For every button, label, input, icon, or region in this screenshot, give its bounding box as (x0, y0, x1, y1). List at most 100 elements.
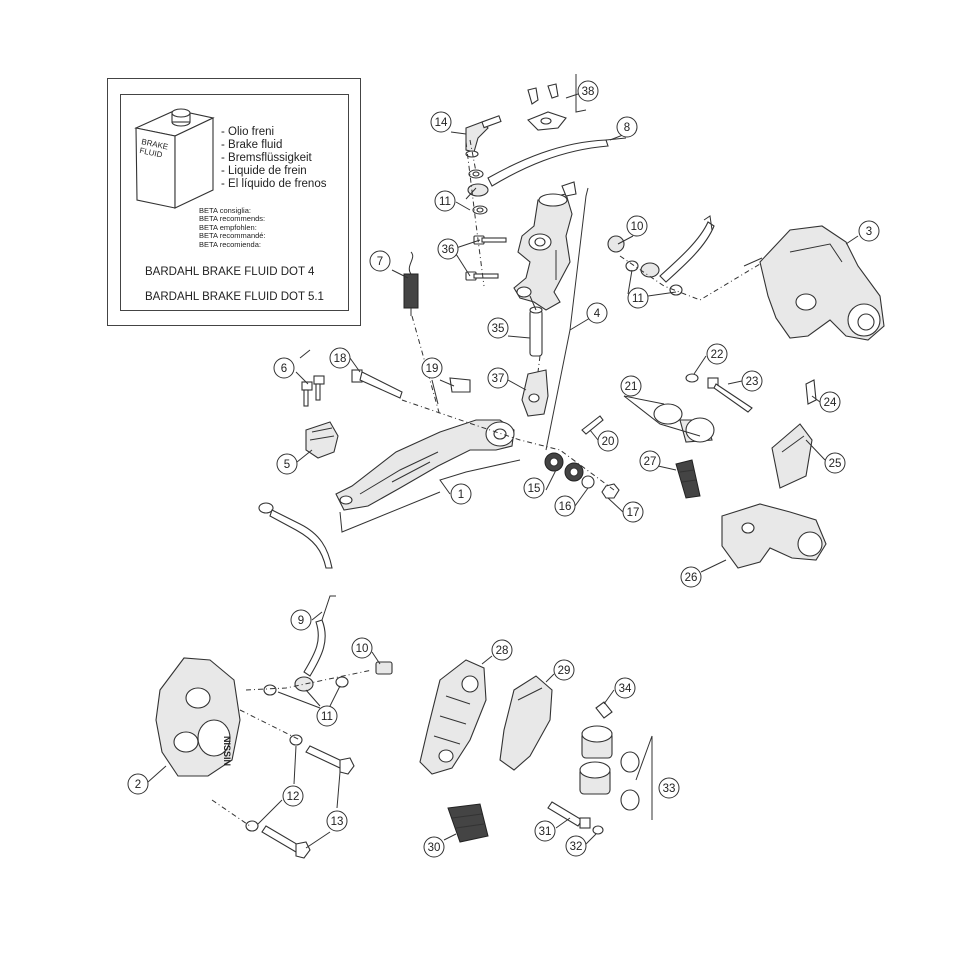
master-cylinder-hose (487, 137, 627, 187)
callout-number: 33 (663, 783, 676, 795)
callout-number: 10 (631, 221, 644, 233)
callout-15: 15 (523, 477, 545, 499)
recommendation-fr: BETA recommandé: (199, 231, 266, 241)
callout-8: 8 (616, 116, 638, 138)
callout-20: 20 (597, 430, 619, 452)
recommendation-list: BETA consiglia: BETA recommends: BETA em… (199, 206, 266, 249)
callout-3: 3 (858, 220, 880, 242)
callout-number: 3 (866, 226, 872, 238)
callout-2: 2 (127, 773, 149, 795)
brake-fluid-legend-inner (120, 94, 349, 311)
callout-38: 38 (577, 80, 599, 102)
banjo-eye (294, 676, 314, 692)
front-pin-plug (592, 825, 604, 835)
split-pin (581, 415, 604, 435)
axis-lines (211, 139, 761, 827)
callout-22: 22 (706, 343, 728, 365)
callout-number: 22 (711, 349, 724, 361)
caliper-washer (245, 820, 259, 832)
rear-caliper-hose (659, 221, 715, 283)
callout-10: 10 (626, 215, 648, 237)
callout-circle (450, 483, 472, 505)
return-spring (403, 251, 419, 316)
front-piston-set (579, 725, 640, 811)
callout-circle (282, 785, 304, 807)
push-rod (529, 306, 543, 357)
brake-fluid-can-icon: BRAKEFLUID (134, 108, 215, 209)
fluid-name-en: - Brake fluid (221, 139, 283, 151)
pedal-nut (601, 483, 620, 499)
product-dot51: BARDAHL BRAKE FLUID DOT 5.1 (145, 291, 324, 303)
caliper-washer (289, 734, 303, 746)
callout-circle (706, 343, 728, 365)
banjo-eye (640, 262, 660, 278)
callout-circle (326, 810, 348, 832)
recommendation-es: BETA recomienda: (199, 239, 261, 249)
callout-circle (290, 609, 312, 631)
sealing-washer (335, 676, 349, 688)
callout-number: 27 (644, 456, 657, 468)
callout-circle (329, 347, 351, 369)
callout-number: 26 (685, 572, 698, 584)
callout-number: 21 (625, 381, 638, 393)
callout-circle (565, 835, 587, 857)
callout-21: 21 (620, 375, 642, 397)
callout-23: 23 (741, 370, 763, 392)
banjo-fitting (465, 115, 502, 158)
brake-fluid-legend (107, 78, 361, 326)
callout-circle (273, 357, 295, 379)
recommendation-en: BETA recommends: (199, 214, 266, 224)
callout-circle (421, 357, 443, 379)
callout-number: 2 (135, 779, 141, 791)
sealing-washer (625, 260, 639, 272)
callout-number: 34 (619, 683, 632, 695)
rear-brake-caliper (759, 225, 885, 341)
product-dot4: BARDAHL BRAKE FLUID DOT 4 (145, 266, 315, 278)
rear-master-cylinder (513, 181, 577, 311)
callout-29: 29 (553, 659, 575, 681)
front-bleed-screw (595, 701, 613, 719)
fluid-name-fr: - Liquide de frein (221, 165, 307, 177)
callout-27: 27 (639, 450, 661, 472)
callout-31: 31 (534, 820, 556, 842)
callout-number: 12 (287, 791, 300, 803)
callout-number: 19 (426, 363, 439, 375)
callout-1: 1 (450, 483, 472, 505)
front-caliper-bracket (419, 659, 487, 775)
front-pad-spring (447, 803, 489, 843)
callout-circle (622, 501, 644, 523)
sealing-washer (669, 284, 683, 296)
callout-number: 37 (492, 373, 505, 385)
callout-circle (127, 773, 149, 795)
caliper-piston-set (653, 403, 715, 443)
callout-16: 16 (554, 495, 576, 517)
callout-circle (858, 220, 880, 242)
front-brake-hose (303, 595, 336, 677)
callout-5: 5 (276, 453, 298, 475)
clevis (521, 369, 549, 417)
callout-circle (627, 287, 649, 309)
bleed-screw (805, 379, 817, 405)
callout-4: 4 (586, 302, 608, 324)
callout-circle (626, 215, 648, 237)
caliper-bracket (721, 503, 827, 569)
fluid-name-es: - El líquido de frenos (221, 178, 327, 190)
callout-number: 24 (824, 397, 837, 409)
front-brake-pads (499, 675, 553, 771)
callout-26: 26 (680, 566, 702, 588)
callout-circle (491, 639, 513, 661)
callout-circle (819, 391, 841, 413)
callout-circle (553, 659, 575, 681)
sealing-washer (263, 684, 277, 696)
brake-pedal (335, 419, 515, 511)
spring-bracket (449, 377, 471, 393)
banjo-eye (467, 183, 489, 197)
callout-number: 25 (829, 458, 842, 470)
pad-pin (707, 377, 753, 413)
callout-7: 7 (369, 250, 391, 272)
callout-circle (430, 111, 452, 133)
rear-brake-pads (771, 423, 813, 489)
callout-24: 24 (819, 391, 841, 413)
callout-circle (614, 677, 636, 699)
pedal-tip-screw (301, 375, 325, 407)
